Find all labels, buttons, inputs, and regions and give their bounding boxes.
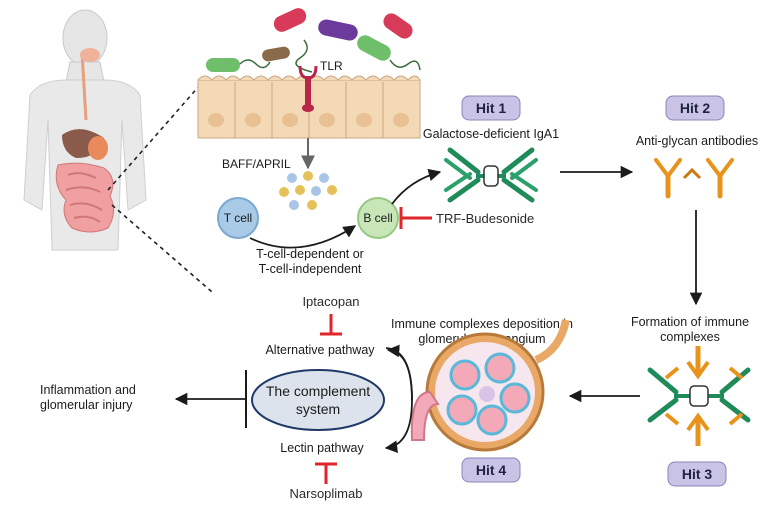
t-cell-icon bbox=[217, 197, 259, 239]
hit2-badge bbox=[665, 95, 725, 121]
lectin-pathway-label: Lectin pathway bbox=[280, 441, 364, 455]
iga1-antibody-icon bbox=[444, 147, 538, 203]
trf-budesonide-label: TRF-Budesonide bbox=[436, 211, 534, 226]
b-cell-label: B cell bbox=[363, 211, 392, 225]
baff-april-label: BAFF/APRIL bbox=[222, 157, 291, 171]
anti-glycan-antibodies-label: Anti-glycan antibodies bbox=[636, 134, 758, 148]
t-cell-dependent-label-2: T-cell-independent bbox=[259, 262, 362, 276]
t-cell-label: T cell bbox=[224, 211, 252, 225]
glomerulus-icon bbox=[410, 319, 570, 452]
immune-complex-icon bbox=[647, 346, 751, 446]
hit1-label: Hit 1 bbox=[476, 100, 507, 116]
alternative-pathway-label: Alternative pathway bbox=[265, 343, 375, 357]
iptacopan-label: Iptacopan bbox=[302, 294, 359, 309]
complement-system-label-1: The complement bbox=[266, 383, 370, 399]
hit4-badge bbox=[461, 457, 521, 483]
b-cell-icon bbox=[357, 197, 399, 239]
deposition-label-1: Immune complexes deposition in bbox=[391, 317, 573, 331]
hit3-badge bbox=[667, 461, 727, 487]
anti-glycan-antibody-icons bbox=[654, 158, 734, 199]
hit4-label: Hit 4 bbox=[476, 462, 507, 478]
t-cell-dependent-label-1: T-cell-dependent or bbox=[256, 247, 364, 261]
bacteria-icons bbox=[206, 8, 421, 73]
tlr-receptor-icon bbox=[298, 65, 318, 112]
galactose-deficient-iga1-label: Galactose-deficient IgA1 bbox=[423, 127, 559, 141]
complement-system-label-2: system bbox=[296, 401, 340, 417]
hit3-label: Hit 3 bbox=[682, 466, 713, 482]
inflammation-label-1: Inflammation and bbox=[40, 383, 136, 397]
formation-of-immune-complexes-label-2: complexes bbox=[660, 330, 720, 344]
hit1-badge bbox=[461, 95, 521, 121]
tlr-label: TLR bbox=[320, 59, 343, 73]
hit2-label: Hit 2 bbox=[680, 100, 711, 116]
formation-of-immune-complexes-label-1: Formation of immune bbox=[631, 315, 749, 329]
complement-system-ellipse bbox=[251, 369, 385, 431]
cytokine-dots bbox=[279, 171, 337, 210]
human-body-icon bbox=[23, 9, 147, 251]
inflammation-label-2: glomerular injury bbox=[40, 398, 133, 412]
narsoplimab-label: Narsoplimab bbox=[290, 486, 363, 501]
